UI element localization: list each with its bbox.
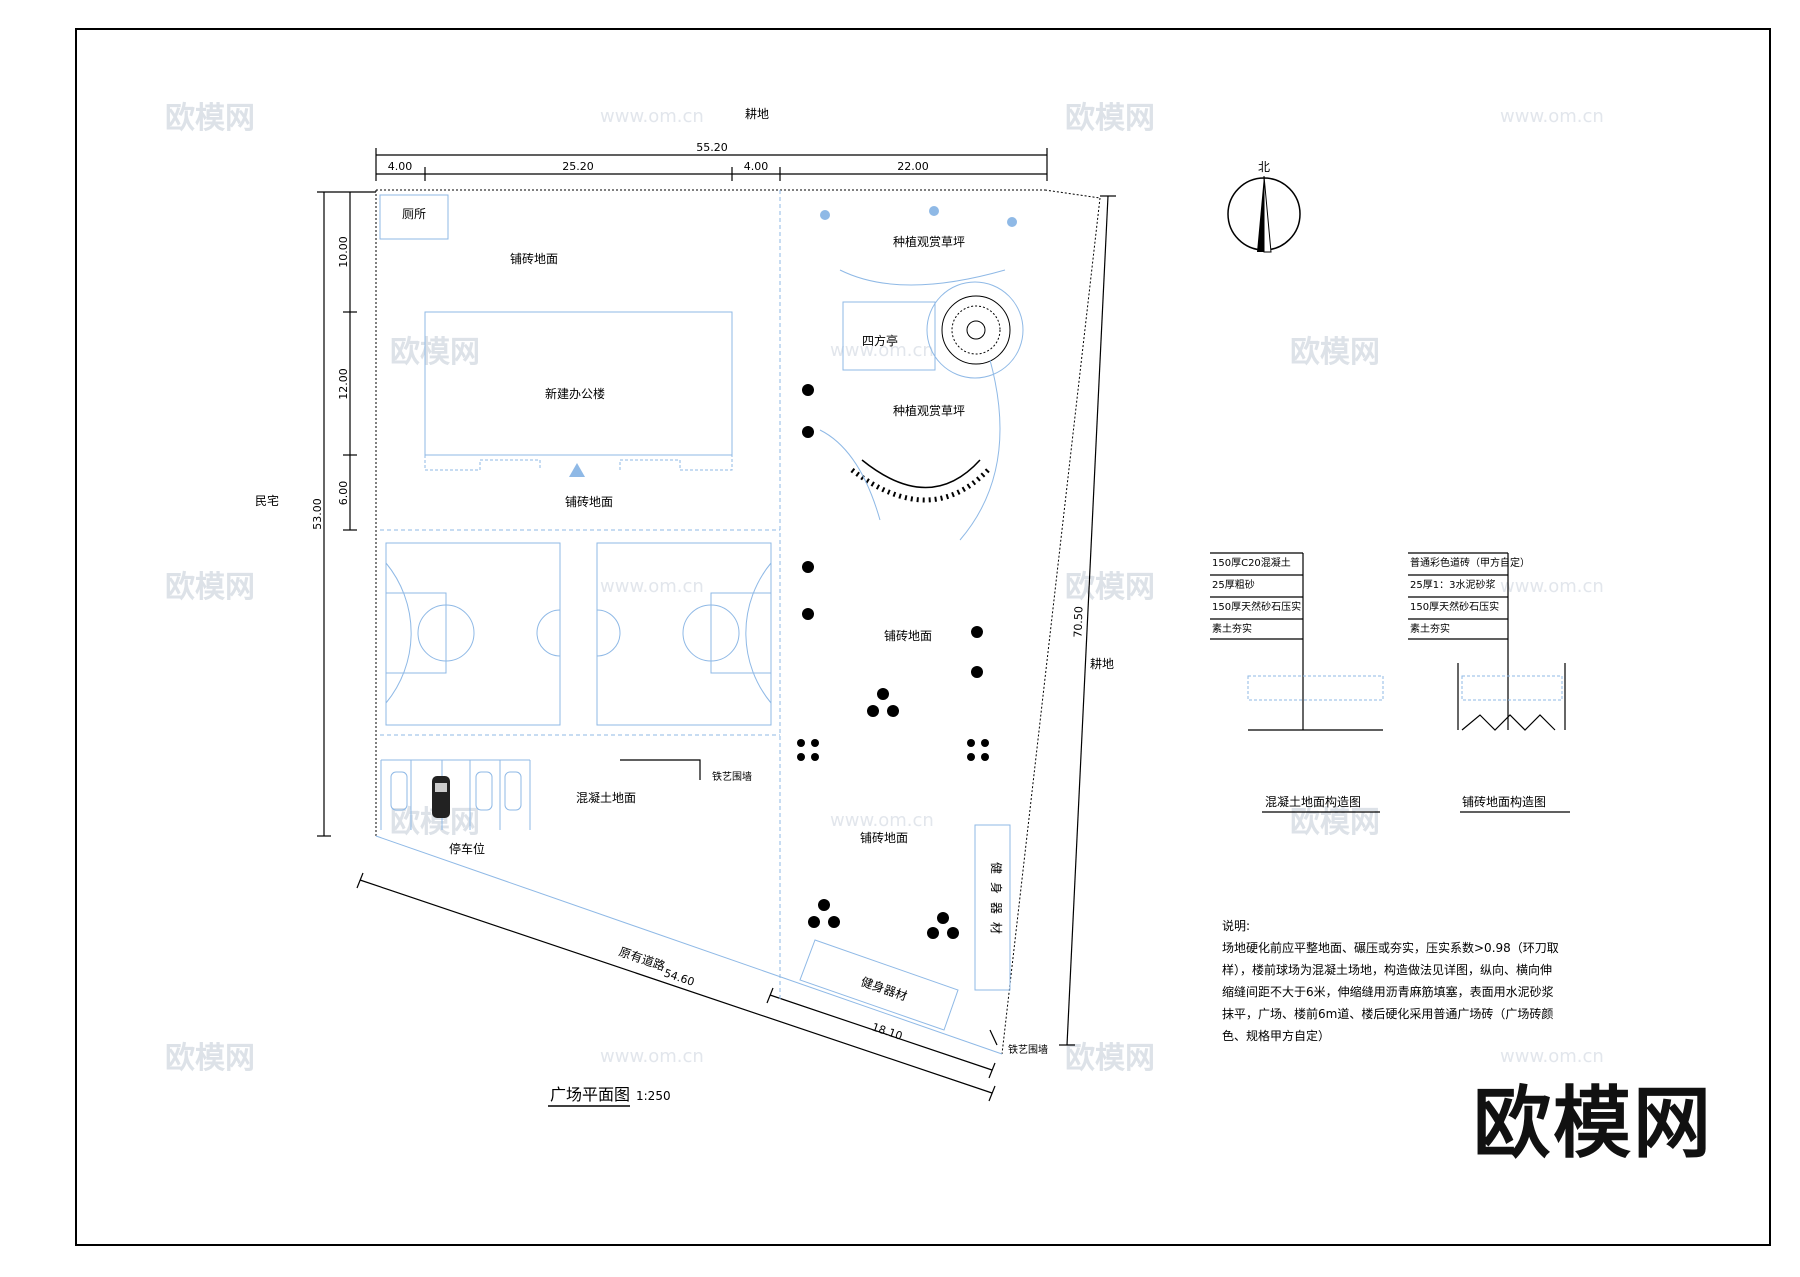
- dim-top-total: 55.20: [696, 141, 728, 154]
- section-concrete-detail: 混凝土地面构造图 150厚C20混凝土 25厚粗砂 150厚天然砂石压实 素土夯…: [1210, 552, 1384, 813]
- bottom-dimension: [356, 872, 996, 1102]
- tree-cluster: [797, 384, 989, 939]
- section-concrete-layer: 150厚C20混凝土: [1212, 556, 1291, 569]
- section-paving-detail: 铺砖地面构造图 普通彩色道砖（甲方自定） 25厚1：3水泥砂浆 150厚天然砂石…: [1408, 552, 1570, 813]
- car-icon: [432, 776, 450, 818]
- watermark-text: 欧模网: [1290, 335, 1380, 370]
- watermark-text: 欧模网: [165, 1041, 255, 1076]
- north-label: 北: [1258, 160, 1270, 174]
- label-fitness-right: 健身器材: [989, 862, 1004, 942]
- plan-scale: 1:250: [636, 1089, 671, 1103]
- label-lawn-2: 种植观赏草坪: [893, 403, 965, 418]
- toilet-room: [379, 194, 449, 240]
- watermark-text: 欧模网: [1065, 1041, 1155, 1076]
- section-paving-layer: 普通彩色道砖（甲方自定）: [1410, 556, 1530, 569]
- dim-left-seg-2: 12.00: [337, 368, 350, 400]
- label-fence-2: 铁艺围墙: [1008, 1043, 1048, 1056]
- fitness-area-right: [974, 824, 1011, 991]
- dim-bottom-seg: 18.10: [870, 1020, 904, 1042]
- watermark-url: www.om.cn: [600, 1046, 704, 1067]
- label-farmland-right: 耕地: [1090, 656, 1114, 671]
- dim-right-total: 70.50: [1071, 606, 1085, 638]
- label-fitness-bottom: 健身器材: [859, 974, 909, 1004]
- dim-bottom-total: 54.60: [662, 966, 696, 988]
- watermark-text: 欧模网: [165, 101, 255, 136]
- right-dimension: [1059, 195, 1116, 1046]
- arc-seating: [850, 459, 990, 503]
- watermark-layer: 欧模网 www.om.cn 欧模网 www.om.cn 欧模网 www.om.c…: [165, 101, 1604, 1076]
- notes-line: 样），楼前球场为混凝土场地，构造做法见详图，纵向、横向伸: [1222, 962, 1552, 977]
- section-paving-title: 铺砖地面构造图: [1462, 794, 1546, 809]
- north-arrow-icon: [1227, 175, 1301, 253]
- basketball-court-left: [385, 542, 561, 726]
- watermark-text: 欧模网: [165, 570, 255, 605]
- section-concrete-layer: 25厚粗砂: [1212, 578, 1255, 591]
- watermark-url: www.om.cn: [830, 340, 934, 361]
- dim-top-seg-2: 25.20: [562, 160, 594, 173]
- fitness-area-bottom: [799, 939, 959, 1031]
- notes-line: 场地硬化前应平整地面、碾压或夯实，压实系数>0.98（环刀取: [1222, 940, 1559, 955]
- label-pavilion: 四方亭: [862, 333, 898, 348]
- watermark-url: www.om.cn: [1500, 576, 1604, 597]
- dim-left-seg-3: 6.00: [337, 481, 350, 506]
- pavilion-area: [842, 281, 1024, 379]
- design-notes: 说明: 场地硬化前应平整地面、碾压或夯实，压实系数>0.98（环刀取 样），楼前…: [1222, 918, 1559, 1043]
- label-paving-4: 铺砖地面: [860, 830, 908, 845]
- dim-left-seg-1: 10.00: [337, 236, 350, 268]
- label-farmland-top: 耕地: [745, 106, 769, 121]
- dim-top-seg-3: 4.00: [744, 160, 769, 173]
- section-paving-layer: 150厚天然砂石压实: [1410, 600, 1499, 613]
- label-lawn-1: 种植观赏草坪: [893, 234, 965, 249]
- label-concrete: 混凝土地面: [576, 790, 636, 805]
- label-residence: 民宅: [255, 493, 279, 508]
- label-parking: 停车位: [449, 841, 485, 856]
- watermark-text: 欧模网: [390, 335, 480, 370]
- watermark-text: 欧模网: [1065, 570, 1155, 605]
- parking-area: [380, 759, 531, 830]
- watermark-url: www.om.cn: [600, 106, 704, 127]
- dim-top-seg-4: 22.00: [897, 160, 929, 173]
- section-concrete-layer: 150厚天然砂石压实: [1212, 600, 1301, 613]
- brand-logo: 欧模网: [1473, 1079, 1713, 1169]
- watermark-url: www.om.cn: [830, 810, 934, 831]
- label-fence-1: 铁艺围墙: [712, 770, 752, 783]
- section-paving-layer: 25厚1：3水泥砂浆: [1410, 578, 1495, 591]
- drawing-frame: [75, 28, 1771, 1246]
- dim-left-total: 53.00: [311, 498, 324, 530]
- site-boundary: [375, 189, 1101, 1055]
- notes-line: 色、规格甲方自定）: [1222, 1028, 1330, 1043]
- label-toilet: 厕所: [402, 207, 426, 221]
- notes-line: 缩缝间距不大于6米，伸缩缝用沥青麻筋填塞，表面用水泥砂浆: [1222, 984, 1554, 999]
- label-paving-1: 铺砖地面: [510, 251, 558, 266]
- watermark-text: 欧模网: [1290, 805, 1380, 840]
- label-office: 新建办公楼: [545, 386, 605, 401]
- office-building: [424, 311, 733, 477]
- watermark-url: www.om.cn: [600, 576, 704, 597]
- notes-line: 抹平，广场、楼前6m道、楼后硬化采用普通广场砖（广场砖颜: [1222, 1006, 1553, 1021]
- left-dimension: [317, 191, 376, 837]
- notes-heading: 说明:: [1222, 918, 1250, 933]
- watermark-url: www.om.cn: [1500, 1046, 1604, 1067]
- section-concrete-title: 混凝土地面构造图: [1265, 794, 1361, 809]
- plan-title: 广场平面图: [550, 1085, 630, 1104]
- label-paving-3: 铺砖地面: [884, 628, 932, 643]
- watermark-url: www.om.cn: [1500, 106, 1604, 127]
- top-dimension: [375, 148, 1048, 181]
- basketball-court-right: [596, 542, 772, 726]
- watermark-text: 欧模网: [1065, 101, 1155, 136]
- section-paving-layer: 素土夯实: [1410, 622, 1450, 635]
- dim-top-seg-1: 4.00: [388, 160, 413, 173]
- label-paving-2: 铺砖地面: [565, 494, 613, 509]
- section-concrete-layer: 素土夯实: [1212, 622, 1252, 635]
